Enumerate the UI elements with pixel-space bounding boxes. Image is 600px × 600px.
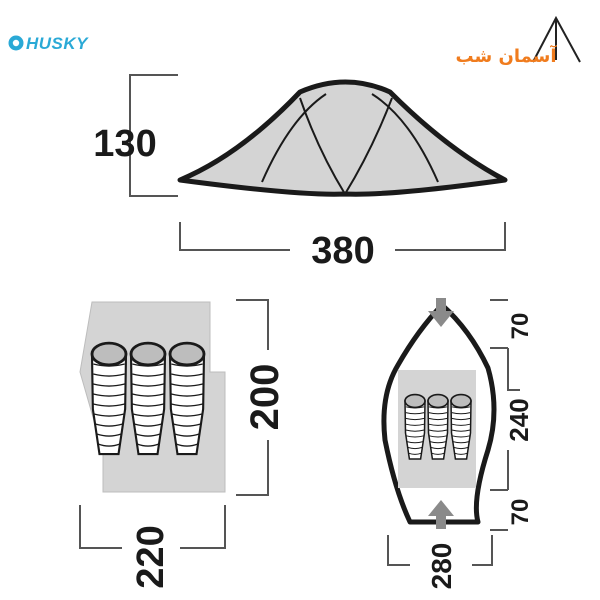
floor-width-label: 220 bbox=[130, 525, 172, 588]
floor-sleeping-bags bbox=[90, 341, 206, 456]
entrance-arrow-bottom-icon bbox=[428, 500, 454, 529]
husky-emblem-icon bbox=[8, 35, 24, 51]
floor-length-dimension bbox=[236, 299, 269, 496]
floor-length-label: 200 bbox=[243, 364, 287, 431]
floor-width-dimension bbox=[79, 505, 226, 549]
entrance-arrow-top-icon bbox=[428, 298, 454, 327]
sleeping-bag bbox=[427, 393, 449, 460]
side-length-dimension bbox=[179, 222, 506, 251]
tent-side-view bbox=[177, 79, 508, 197]
top-view-length-dimensions bbox=[490, 299, 520, 531]
top-view-width-label: 280 bbox=[426, 543, 457, 590]
husky-logo: HUSKY bbox=[8, 34, 89, 53]
side-height-dimension bbox=[129, 74, 178, 197]
sleeping-bag bbox=[168, 341, 206, 456]
top-view-sleeping-bags bbox=[404, 393, 472, 460]
sleeping-bag bbox=[129, 341, 167, 456]
mountain-icon bbox=[532, 15, 581, 63]
aseman-shab-logo: آسمان شب bbox=[455, 15, 581, 67]
vestibule-front-label: 70 bbox=[507, 313, 534, 340]
side-length-label: 380 bbox=[311, 230, 374, 272]
vestibule-back-label: 70 bbox=[507, 499, 534, 526]
inner-length-label: 240 bbox=[504, 398, 534, 441]
watermark-name: آسمان شب bbox=[455, 44, 557, 67]
top-view-width-dimension bbox=[387, 535, 493, 566]
sleeping-bag bbox=[450, 393, 472, 460]
sleeping-bag bbox=[90, 341, 128, 456]
side-height-label: 130 bbox=[93, 123, 156, 165]
brand-name: HUSKY bbox=[26, 34, 89, 53]
sleeping-bag bbox=[404, 393, 426, 460]
